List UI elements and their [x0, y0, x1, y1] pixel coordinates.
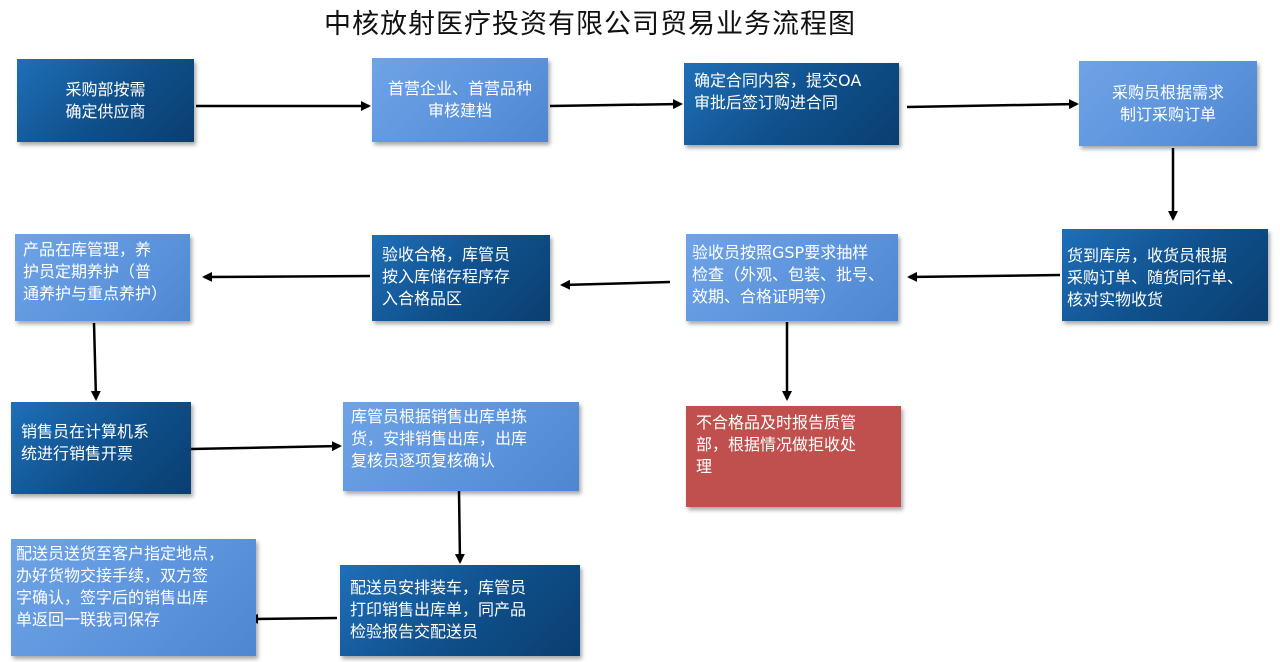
arrow-s12-s13: [248, 613, 338, 624]
arrow-s3-s4: [906, 99, 1079, 110]
step-reject-handling: 不合格品及时报告质管 部，根据情况做拒收处 理: [686, 406, 901, 507]
arrow-s8-s10: [90, 322, 101, 401]
arrow-s5-s6: [907, 271, 1061, 282]
step-purchase-order: 采购员根据需求 制订采购订单: [1079, 61, 1257, 146]
arrow-s11-s12: [454, 490, 465, 564]
page-title: 中核放射医疗投资有限公司贸易业务流程图: [324, 9, 856, 40]
step-first-enterprise-review: 首营企业、首营品种 审核建档: [372, 58, 548, 142]
arrow-s2-s3: [549, 99, 683, 110]
arrow-s7-s8: [202, 271, 371, 282]
step-sales-invoice: 销售员在计算机系 统进行销售开票: [11, 402, 191, 494]
arrow-s6-s7: [560, 279, 671, 290]
step-receive-goods: 货到库房，收货员根据 采购订单、随货同行单、 核对实物收货: [1062, 229, 1268, 321]
step-loading-delivery: 配送员安排装车，库管员 打印销售出库单，同产品 检验报告交配送员: [340, 565, 580, 656]
step-customer-handover: 配送员送货至客户指定地点， 办好货物交接手续，双方签 字确认，签字后的销售出库 …: [11, 539, 256, 656]
arrow-s10-s11: [190, 441, 342, 452]
step-select-supplier: 采购部按需 确定供应商: [17, 59, 194, 142]
step-qualified-storage: 验收合格，库管员 按入库储存程序存 入合格品区: [372, 235, 550, 321]
step-sign-contract: 确定合同内容，提交OA 审批后签订购进合同: [684, 63, 899, 145]
step-picking-outbound: 库管员根据销售出库单拣 货，安排销售出库，出库 复核员逐项复核确认: [343, 402, 579, 491]
step-inventory-maintenance: 产品在库管理，养 护员定期养护（普 通养护与重点养护）: [15, 234, 190, 321]
step-gsp-inspection: 验收员按照GSP要求抽样 检查（外观、包装、批号、 效期、合格证明等）: [686, 234, 898, 321]
